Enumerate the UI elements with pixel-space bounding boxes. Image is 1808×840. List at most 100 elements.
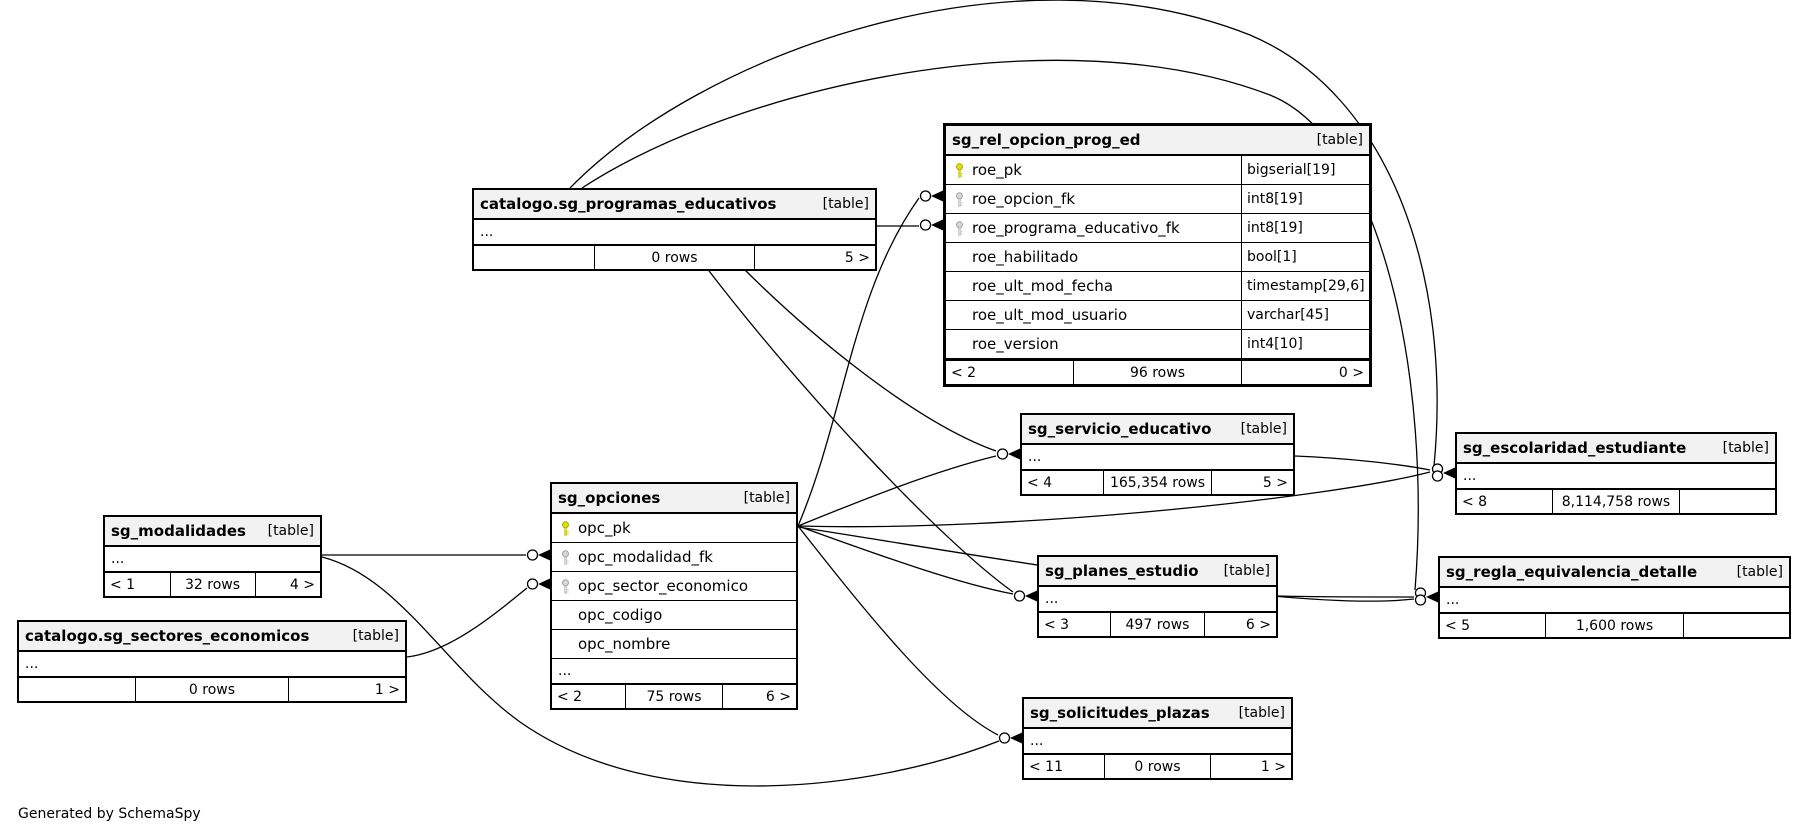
footer-left-degree bbox=[19, 678, 135, 701]
fk-arrow-regla bbox=[1426, 591, 1438, 603]
table-type-badge: [table] bbox=[1223, 563, 1270, 579]
ellipsis-row: ... bbox=[558, 663, 572, 679]
table-header: sg_rel_opcion_prog_ed [table] bbox=[946, 126, 1369, 156]
ellipsis-row: ... bbox=[1028, 449, 1042, 465]
rel-servicio-to-escolaridad bbox=[1294, 455, 1431, 471]
table-title[interactable]: sg_regla_equivalencia_detalle bbox=[1446, 563, 1698, 581]
table-title[interactable]: catalogo.sg_programas_educativos bbox=[480, 195, 777, 213]
table-header: sg_servicio_educativo [table] bbox=[1022, 415, 1293, 445]
table-title[interactable]: sg_escolaridad_estudiante bbox=[1463, 439, 1687, 457]
footer-row-count: 32 rows bbox=[169, 573, 256, 596]
rel-programas-to-servicio bbox=[741, 266, 997, 452]
fk-arrow-opc-modalidad bbox=[538, 549, 550, 561]
footer-left-degree: < 4 bbox=[1027, 474, 1053, 491]
table-footer: < 2 96 rows 0 > bbox=[946, 359, 1369, 384]
fk-circle-servicio bbox=[996, 448, 1009, 460]
table-sg-servicio-educativo[interactable]: sg_servicio_educativo [table] ... < 4 16… bbox=[1020, 413, 1295, 496]
ellipsis-row: ... bbox=[1030, 733, 1044, 749]
fk-arrow-roe-opcion bbox=[931, 190, 943, 202]
table-title[interactable]: sg_opciones bbox=[558, 489, 661, 507]
column-type: int8[19] bbox=[1241, 214, 1369, 242]
table-sg-regla-equivalencia-detalle[interactable]: sg_regla_equivalencia_detalle [table] ..… bbox=[1438, 556, 1791, 639]
footer-right-degree: 6 > bbox=[1245, 616, 1271, 633]
table-sg-solicitudes-plazas[interactable]: sg_solicitudes_plazas [table] ... < 11 0… bbox=[1022, 697, 1293, 780]
footer-right-degree: 1 > bbox=[374, 681, 400, 698]
footer-row-count: 8,114,758 rows bbox=[1552, 490, 1680, 513]
rel-programas-to-escolaridad bbox=[569, 0, 1438, 467]
rel-opciones-to-roe bbox=[797, 197, 920, 527]
table-header: sg_escolaridad_estudiante [table] bbox=[1457, 434, 1775, 464]
ellipsis-row: ... bbox=[111, 551, 125, 567]
column-type: varchar[45] bbox=[1241, 301, 1369, 329]
table-title[interactable]: sg_servicio_educativo bbox=[1028, 420, 1212, 438]
table-type-badge: [table] bbox=[1238, 705, 1285, 721]
table-footer: < 1 32 rows 4 > bbox=[105, 571, 320, 596]
table-catalogo-sg-sectores-economicos[interactable]: catalogo.sg_sectores_economicos [table] … bbox=[17, 620, 407, 703]
table-title[interactable]: catalogo.sg_sectores_economicos bbox=[25, 627, 310, 645]
column-row: roe_ult_mod_fecha timestamp[29,6] bbox=[946, 272, 1369, 301]
footer-left-degree: < 2 bbox=[557, 688, 583, 705]
table-sg-escolaridad-estudiante[interactable]: sg_escolaridad_estudiante [table] ... < … bbox=[1455, 432, 1777, 515]
fk-circle-solicitudes bbox=[998, 732, 1011, 744]
footer-right-degree: 5 > bbox=[844, 249, 870, 266]
footer-right-degree: 0 > bbox=[1338, 364, 1364, 381]
footer-left-degree: < 8 bbox=[1462, 493, 1488, 510]
fk-endpoint-markers bbox=[526, 190, 1444, 744]
column-name: roe_programa_educativo_fk bbox=[972, 219, 1180, 237]
fk-arrow-servicio bbox=[1008, 448, 1020, 460]
column-row: opc_pk bbox=[552, 514, 796, 543]
table-sg-modalidades[interactable]: sg_modalidades [table] ... < 1 32 rows 4… bbox=[103, 515, 322, 598]
ellipsis-row: ... bbox=[1463, 468, 1477, 484]
rel-opciones-to-planes bbox=[797, 525, 1014, 595]
fk-circle-opc-sector bbox=[526, 578, 539, 590]
fk-circle-roe-programa bbox=[919, 219, 932, 231]
rel-opciones-to-servicio bbox=[797, 455, 997, 527]
primary-key-icon bbox=[946, 162, 972, 178]
table-footer: < 2 75 rows 6 > bbox=[552, 683, 796, 708]
table-type-badge: [table] bbox=[1240, 421, 1287, 437]
ellipsis-row: ... bbox=[25, 656, 39, 672]
table-header: sg_solicitudes_plazas [table] bbox=[1024, 699, 1291, 729]
table-title[interactable]: sg_rel_opcion_prog_ed bbox=[952, 131, 1141, 149]
table-title[interactable]: sg_planes_estudio bbox=[1045, 562, 1199, 580]
column-name: roe_opcion_fk bbox=[972, 190, 1076, 208]
table-footer: < 4 165,354 rows 5 > bbox=[1022, 469, 1293, 494]
table-sg-planes-estudio[interactable]: sg_planes_estudio [table] ... < 3 497 ro… bbox=[1037, 555, 1278, 638]
column-row: opc_sector_economico bbox=[552, 572, 796, 601]
table-footer: < 11 0 rows 1 > bbox=[1024, 753, 1291, 778]
footer-left-degree: < 3 bbox=[1044, 616, 1070, 633]
foreign-key-icon bbox=[552, 549, 578, 565]
table-header: sg_modalidades [table] bbox=[105, 517, 320, 547]
table-sg-rel-opcion-prog-ed[interactable]: sg_rel_opcion_prog_ed [table] roe_pk big… bbox=[943, 123, 1372, 387]
foreign-key-icon bbox=[552, 578, 578, 594]
table-title[interactable]: sg_modalidades bbox=[111, 522, 246, 540]
table-header: sg_opciones [table] bbox=[552, 484, 796, 514]
column-row: roe_ult_mod_usuario varchar[45] bbox=[946, 301, 1369, 330]
table-type-badge: [table] bbox=[1722, 440, 1769, 456]
table-footer: < 8 8,114,758 rows bbox=[1457, 488, 1775, 513]
table-header: sg_planes_estudio [table] bbox=[1039, 557, 1276, 587]
table-footer: 0 rows 1 > bbox=[19, 676, 405, 701]
footer-row-count: 497 rows bbox=[1110, 613, 1205, 636]
table-header: sg_regla_equivalencia_detalle [table] bbox=[1440, 558, 1789, 588]
fk-arrow-opc-sector bbox=[538, 578, 550, 590]
fk-arrow-escolaridad bbox=[1443, 467, 1455, 479]
foreign-key-icon bbox=[946, 220, 972, 236]
column-name: roe_version bbox=[972, 335, 1059, 353]
fk-circle-regla-2 bbox=[1414, 594, 1427, 606]
table-type-badge: [table] bbox=[267, 523, 314, 539]
column-row: roe_habilitado bool[1] bbox=[946, 243, 1369, 272]
table-type-badge: [table] bbox=[1316, 132, 1363, 148]
fk-circle-planes bbox=[1013, 590, 1026, 602]
table-type-badge: [table] bbox=[352, 628, 399, 644]
column-row: opc_codigo bbox=[552, 601, 796, 630]
column-row: opc_modalidad_fk bbox=[552, 543, 796, 572]
table-catalogo-sg-programas-educativos[interactable]: catalogo.sg_programas_educativos [table]… bbox=[472, 188, 877, 271]
fk-circle-roe-opcion bbox=[919, 190, 932, 202]
footer-right-degree bbox=[1684, 614, 1789, 637]
footer-right-degree: 4 > bbox=[289, 576, 315, 593]
footer-row-count: 0 rows bbox=[134, 678, 290, 701]
table-sg-opciones[interactable]: sg_opciones [table] opc_pk opc_modalidad… bbox=[550, 482, 798, 710]
footer-left-degree: < 1 bbox=[110, 576, 136, 593]
table-title[interactable]: sg_solicitudes_plazas bbox=[1030, 704, 1210, 722]
